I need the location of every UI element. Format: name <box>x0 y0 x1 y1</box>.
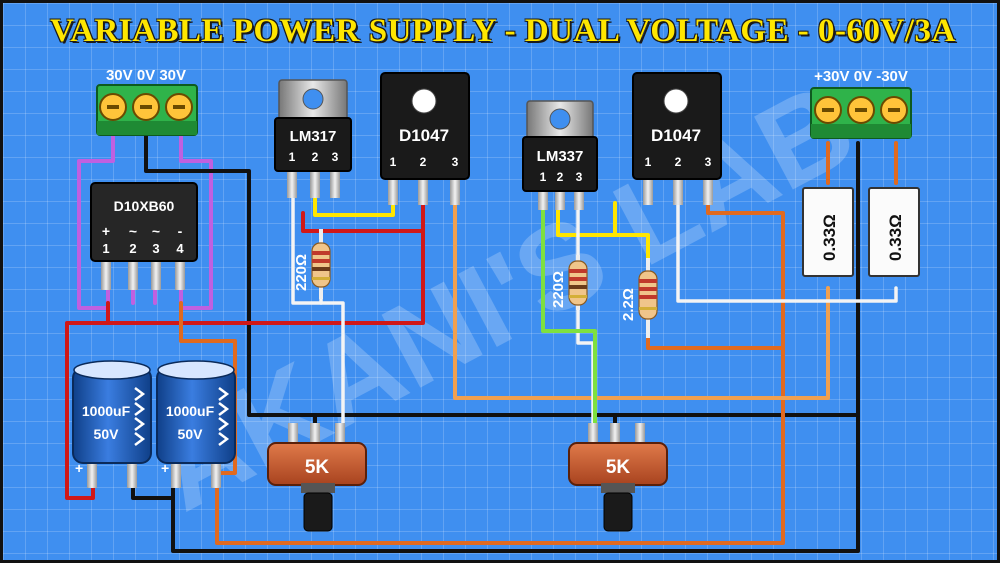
wire-adj-pos <box>313 181 395 217</box>
bridge-pin-symbol: + <box>102 223 110 239</box>
capacitor-2-voltage: 50V <box>178 426 204 442</box>
wire-white-pos <box>291 191 345 425</box>
bridge-pin-number: 3 <box>152 241 159 256</box>
bridge-pin-number: 4 <box>176 241 184 256</box>
lm317-pin: 3 <box>332 150 339 164</box>
pot-1-label: 5K <box>305 457 330 478</box>
bridge-pin-number: 1 <box>102 241 109 256</box>
resistor-220-a-label: 220Ω <box>293 254 310 291</box>
resistor-033-a-label: 0.33Ω <box>820 214 839 261</box>
wire-white-neg <box>676 191 898 303</box>
output-terminal-label: +30V 0V -30V <box>814 68 908 85</box>
bridge-pin-symbol: ~ <box>152 223 160 239</box>
d1047-1-pin: 1 <box>390 155 397 169</box>
d1047-1-pin: 2 <box>420 155 427 169</box>
bridge-pin-symbol: ~ <box>129 223 137 239</box>
bridge-rectifier <box>90 182 198 290</box>
capacitor-1 <box>72 360 152 488</box>
lm337-pin: 2 <box>557 170 564 184</box>
power-resistor-b <box>868 187 920 277</box>
wire-positive <box>65 301 110 500</box>
resistor-220-a <box>311 229 331 299</box>
resistor-220-b-label: 220Ω <box>550 271 567 308</box>
d1047-2-pin: 2 <box>675 155 682 169</box>
lm337-pin: 3 <box>576 170 583 184</box>
wires <box>65 131 898 553</box>
d1047-1-label: D1047 <box>399 126 449 145</box>
pot-2-label: 5K <box>606 457 631 478</box>
wire-green <box>541 191 597 425</box>
resistor-033-b-label: 0.33Ω <box>886 214 905 261</box>
d1047-2-label: D1047 <box>651 126 701 145</box>
potentiometer-2 <box>568 423 668 532</box>
diagram-title: VARIABLE POWER SUPPLY - DUAL VOLTAGE - 0… <box>50 13 956 49</box>
bridge-pin-number: 2 <box>129 241 136 256</box>
lm317-pin: 2 <box>312 150 319 164</box>
capacitor-2 <box>156 360 236 488</box>
lm337-label: LM337 <box>537 148 584 165</box>
power-resistor-a <box>802 187 854 277</box>
input-terminal-label: 30V 0V 30V <box>106 67 186 84</box>
lm317-pin: 1 <box>289 150 296 164</box>
capacitor-2-value: 1000uF <box>166 403 215 419</box>
resistor-2k2 <box>638 258 658 338</box>
resistor-2k2-label: 2.2Ω <box>620 288 637 321</box>
output-terminal-block <box>810 87 912 139</box>
d1047-2-pin: 1 <box>645 155 652 169</box>
wire-negative <box>179 191 785 545</box>
d1047-1-pin: 3 <box>452 155 459 169</box>
resistor-220-b <box>568 255 588 310</box>
wire-adj-neg <box>556 191 650 267</box>
regulator-lm337 <box>522 100 598 210</box>
schematic-drawing: AKANI'S LAB <box>65 57 920 553</box>
wire-ground <box>144 131 860 553</box>
capacitor-1-voltage: 50V <box>94 426 120 442</box>
lm337-pin: 1 <box>540 170 547 184</box>
input-terminal-block <box>96 84 198 136</box>
lm317-label: LM317 <box>290 128 337 145</box>
transistor-d1047-1 <box>380 72 470 205</box>
bridge-pin-symbol: - <box>178 223 183 239</box>
wire-out-pos <box>453 181 830 400</box>
capacitor-2-plus: + <box>161 460 169 476</box>
d1047-2-pin: 3 <box>705 155 712 169</box>
watermark-text: AKANI'S LAB <box>133 57 874 536</box>
bridge-name: D10XB60 <box>114 198 175 214</box>
potentiometer-1 <box>267 423 367 532</box>
transistor-d1047-2 <box>632 72 722 205</box>
capacitor-1-value: 1000uF <box>82 403 131 419</box>
regulator-lm317 <box>274 79 352 198</box>
capacitor-1-plus: + <box>75 460 83 476</box>
